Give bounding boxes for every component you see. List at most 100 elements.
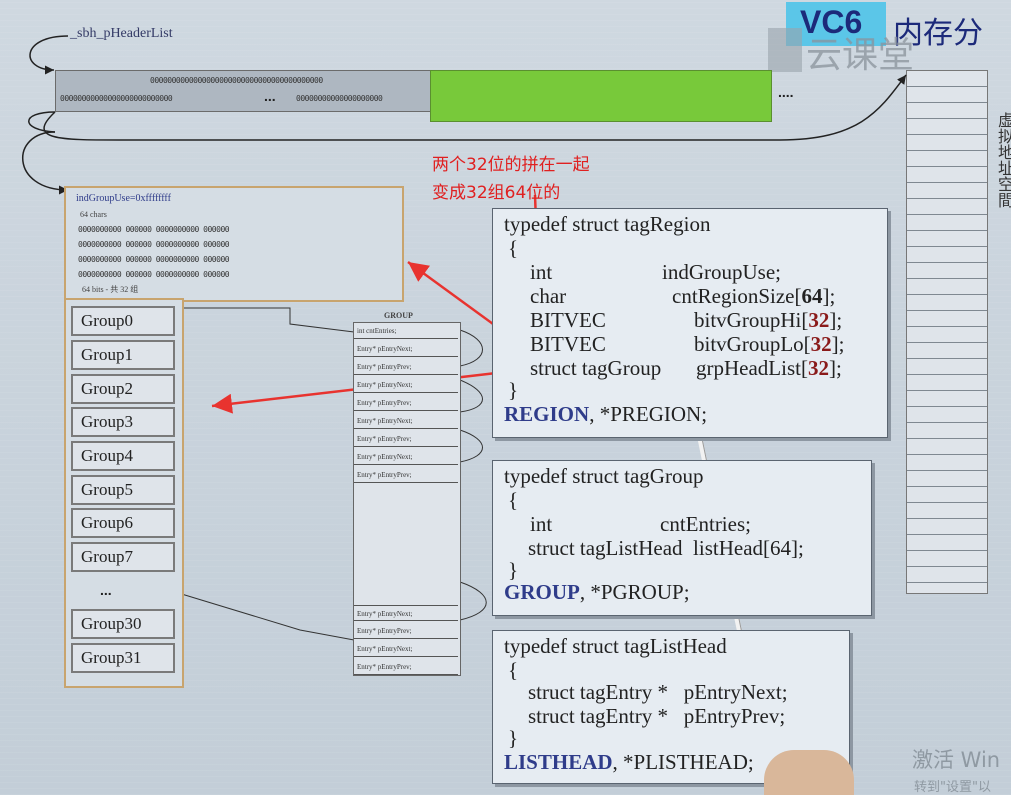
code-group-l3b: cntEntries;	[660, 512, 751, 536]
code-listhead-l2: {	[508, 658, 519, 682]
code-region-l7n: 32	[807, 356, 829, 380]
code-region-l3a: int	[530, 260, 553, 284]
bits-footer: 64 bits - 共 32 组	[82, 285, 139, 294]
region-bits-row-2: 0000000000 000000 0000000000 000000	[78, 240, 230, 249]
code-region-l1: typedef struct tagRegion	[504, 212, 711, 236]
title-cn: 内存分	[893, 16, 983, 51]
heap-ellipsis-right: ....	[778, 84, 794, 100]
group-item-31: Group31	[71, 643, 175, 673]
code-region-l9: REGION, *PREGION;	[504, 402, 707, 426]
group-entry-3: Entry* pEntryPrev;	[354, 395, 458, 411]
heap-ellipsis-mid: ...	[264, 88, 276, 104]
code-group-l1: typedef struct tagGroup	[504, 464, 704, 488]
code-listhead-l1: typedef struct tagListHead	[504, 634, 727, 658]
group-item-0: Group0	[71, 306, 175, 336]
heap-bar	[55, 70, 432, 112]
code-region-l5b: bitvGroupHi[	[694, 308, 809, 332]
group-entry-0: Entry* pEntryNext;	[354, 341, 458, 357]
group-entry-4: Entry* pEntryNext;	[354, 413, 458, 429]
code-group-l2: {	[508, 488, 519, 512]
code-region-l4b: cntRegionSize[	[672, 284, 802, 308]
group-item-5: Group5	[71, 475, 175, 505]
code-region-l7c: ];	[828, 356, 842, 380]
code-group-l6a: GROUP	[504, 580, 580, 604]
code-region-l5: bitvGroupHi[32];	[694, 308, 842, 332]
group-ellipsis: ...	[100, 582, 112, 598]
group-entry-2: Entry* pEntryNext;	[354, 377, 458, 393]
group-entry-b1: Entry* pEntryPrev;	[354, 623, 458, 639]
code-region-l6: bitvGroupLo[32];	[694, 332, 844, 356]
code-region-l4c: ];	[822, 284, 836, 308]
watermark-line-2: 转到"设置"以	[914, 780, 991, 795]
code-group-l4: struct tagListHead listHead[64];	[528, 536, 804, 560]
group-entry-5: Entry* pEntryPrev;	[354, 431, 458, 447]
code-region-l7: grpHeadList[32];	[696, 356, 842, 380]
heap-bits-right: 00000000000000000000	[296, 94, 383, 103]
code-region-l6b: bitvGroupLo[	[694, 332, 811, 356]
code-region-l3b: indGroupUse;	[662, 260, 781, 284]
code-region-l8: }	[508, 378, 519, 402]
region-bits-row-1: 0000000000 000000 0000000000 000000	[78, 225, 230, 234]
annotation-line-1: 两个32位的拼在一起	[432, 155, 590, 175]
code-region-l7b: grpHeadList[	[696, 356, 808, 380]
group-entry-b3: Entry* pEntryPrev;	[354, 659, 458, 675]
code-region-l5c: ];	[829, 308, 843, 332]
watermark-line-1: 激活 Win	[912, 748, 1001, 772]
code-region-l9b: , *PREGION;	[589, 402, 708, 426]
title-vc: VC6	[800, 4, 863, 40]
presenter-hand	[764, 750, 854, 795]
code-listhead-l6: LISTHEAD, *PLISTHEAD;	[504, 750, 754, 774]
sbh-header-list-label: _sbh_pHeaderList	[70, 26, 173, 41]
group-entry-1: Entry* pEntryPrev;	[354, 359, 458, 375]
code-group-l5: }	[508, 558, 519, 582]
code-listhead-l5: }	[508, 726, 519, 750]
group-entry-6: Entry* pEntryNext;	[354, 449, 458, 465]
code-region-l4: cntRegionSize[64];	[672, 284, 835, 308]
group-entry-b2: Entry* pEntryNext;	[354, 641, 458, 657]
code-listhead-l6b: , *PLISTHEAD;	[612, 750, 754, 774]
code-region-l7a: struct tagGroup	[530, 356, 662, 380]
group-item-30: Group30	[71, 609, 175, 639]
group-item-2: Group2	[71, 374, 175, 404]
code-region-l5n: 32	[808, 308, 830, 332]
logo-mark	[768, 28, 802, 72]
logo-text: 云课堂	[806, 35, 915, 76]
heap-bits-top: 0000000000000000000000000000000000000000	[150, 76, 323, 85]
code-region-l6n: 32	[810, 332, 832, 356]
code-group-box	[492, 460, 872, 616]
region-panel	[64, 186, 404, 302]
group-entry-b0: Entry* pEntryNext;	[354, 605, 458, 621]
code-region-l9a: REGION	[504, 402, 590, 426]
code-listhead-l3: struct tagEntry * pEntryNext;	[528, 680, 788, 704]
address-space-column	[906, 70, 988, 594]
region-bits-row-3: 0000000000 000000 0000000000 000000	[78, 255, 230, 264]
group-table-cnt: int cntEntries;	[354, 323, 458, 339]
group-table-title: GROUP	[384, 311, 413, 320]
code-region-l4a: char	[530, 284, 567, 308]
code-group-l6b: , *PGROUP;	[579, 580, 690, 604]
group-item-1: Group1	[71, 340, 175, 370]
group-item-7: Group7	[71, 542, 175, 572]
annotation-line-2: 变成32组64位的	[432, 183, 561, 203]
heap-green-region	[430, 70, 772, 122]
heap-bits-left: 00000000000000000000000000	[60, 94, 173, 103]
code-group-l3a: int	[530, 512, 553, 536]
code-region-l4n: 64	[801, 284, 823, 308]
code-listhead-l4: struct tagEntry * pEntryPrev;	[528, 704, 786, 728]
address-space-label: 虚拟地址空間	[995, 112, 1011, 208]
title-badge	[786, 2, 886, 46]
region-bits-row-4: 0000000000 000000 0000000000 000000	[78, 270, 230, 279]
group-item-4: Group4	[71, 441, 175, 471]
group-item-6: Group6	[71, 508, 175, 538]
ind-group-use-label: indGroupUse=0xffffffff	[76, 193, 171, 204]
code-region-l5a: BITVEC	[530, 308, 606, 332]
code-region-l6c: ];	[831, 332, 845, 356]
code-region-l6a: BITVEC	[530, 332, 606, 356]
code-group-l6: GROUP, *PGROUP;	[504, 580, 690, 604]
group-entry-7: Entry* pEntryPrev;	[354, 467, 458, 483]
group-table	[353, 322, 461, 676]
chars-label: 64 chars	[80, 210, 107, 219]
code-region-box	[492, 208, 888, 438]
code-region-l2: {	[508, 236, 519, 260]
